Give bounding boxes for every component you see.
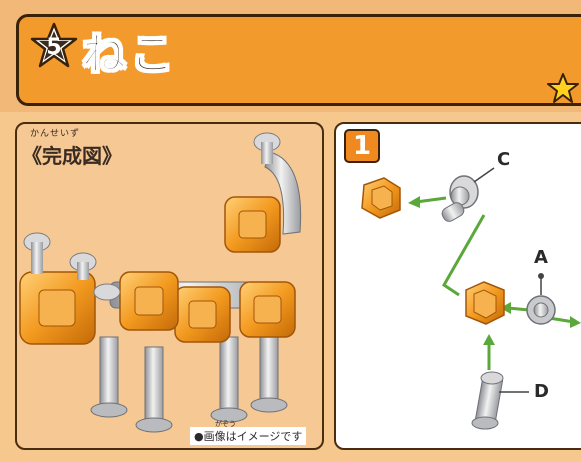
part-label-c: C (497, 149, 511, 170)
assembly-diagram (361, 167, 581, 430)
cat-model-image (19, 132, 302, 433)
completed-figure-title: 《完成図》 (22, 144, 122, 168)
image-note: ●画像はイメージです (190, 427, 307, 445)
step-number: 1 (344, 129, 380, 163)
star-badge-icon (30, 22, 78, 68)
number-badge: 5 (29, 22, 79, 72)
title-bar (16, 14, 581, 106)
assembly-step-panel (334, 122, 581, 450)
star-icon (547, 73, 579, 103)
page-title: ねこ (81, 28, 178, 81)
note-furigana: がぞう (215, 420, 236, 428)
badge-number: 5 (46, 34, 62, 60)
part-label-a: A (534, 247, 548, 268)
part-label-d: D (534, 381, 549, 402)
title-furigana: かんせいず (30, 129, 81, 139)
